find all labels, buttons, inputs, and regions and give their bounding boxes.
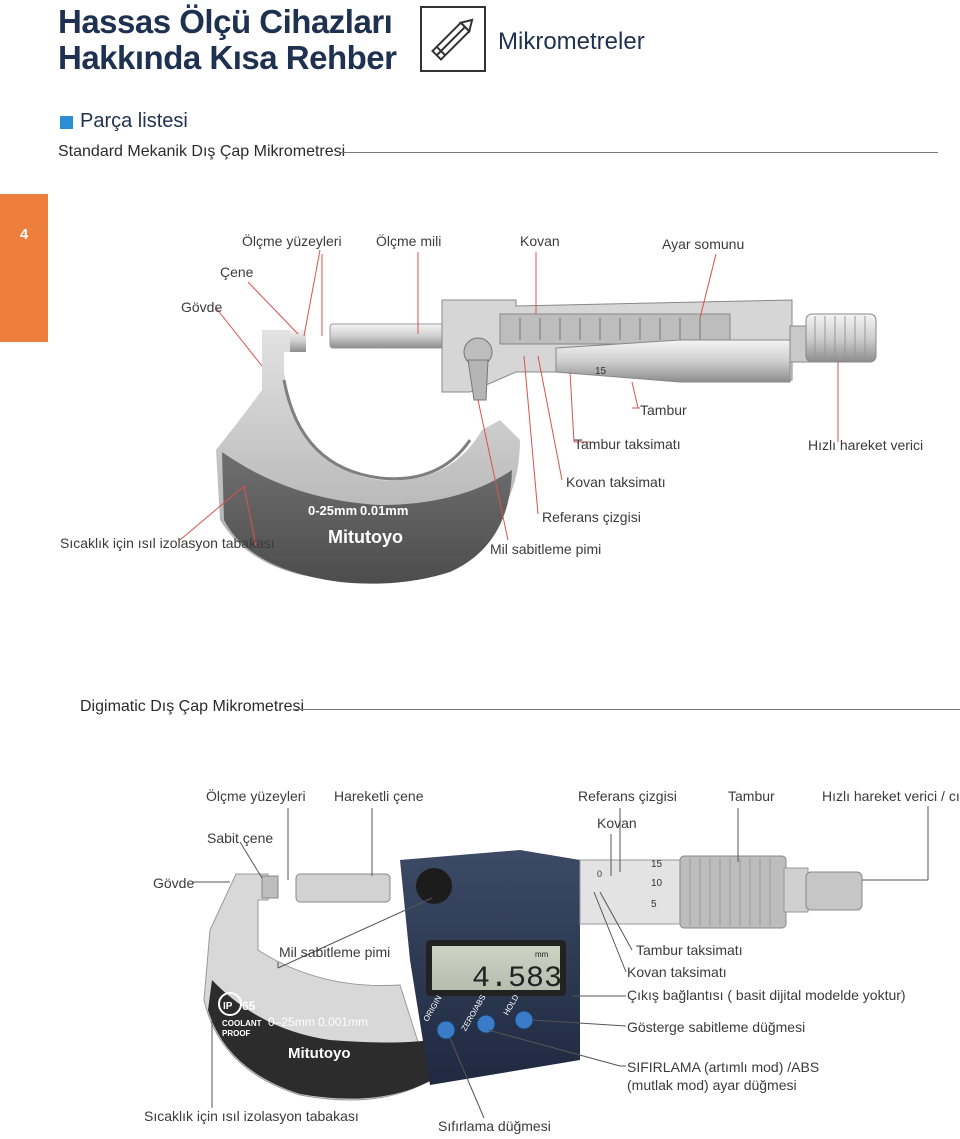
subtitle-rule (340, 152, 938, 153)
section-title: Mikrometreler (498, 28, 645, 55)
frame-brand-text: Mitutoyo (328, 527, 403, 547)
label-spindle-lock: Mil sabitleme pimi (490, 541, 602, 557)
mechanical-micrometer-drawing: 0-25mm 0.01mm Mitutoyo 15 (179, 249, 877, 584)
dlabel-fixed-jaw: Sabit çene (207, 830, 274, 846)
label-measuring-faces: Ölçme yüzeyleri (242, 233, 342, 249)
digimatic-micrometer-drawing: 15 10 5 0 4.583 mm ORIGIN ZERO/ABS HOLD … (192, 806, 929, 1119)
digimatic-rule (294, 709, 960, 710)
ip-text: IP (223, 1001, 233, 1012)
label-sleeve-scale: Kovan taksimatı (566, 474, 666, 490)
dlabel-output: Çıkış bağlantısı ( basit dijital modelde… (627, 987, 906, 1003)
title-line-1: Hassas Ölçü Cihazları (58, 3, 393, 40)
dlabel-thimble: Tambur (728, 788, 775, 804)
mechanical-subtitle: Standard Mekanik Dış Çap Mikrometresi (58, 143, 346, 160)
thimble-number-5: 5 (651, 899, 657, 910)
dlabel-zero-abs-1: SIFIRLAMA (artımlı mod) /ABS (627, 1059, 820, 1075)
thimble-number-15: 15 (651, 859, 663, 870)
title-line-2: Hakkında Kısa Rehber (58, 39, 397, 76)
page-title: Hassas Ölçü Cihazları Hakkında Kısa Rehb… (58, 3, 397, 76)
label-adjust-nut: Ayar somunu (662, 236, 745, 252)
dlabel-ratchet: Hızlı hareket verici / cırcır (822, 788, 960, 804)
pencil-icon (420, 6, 486, 72)
page-number: 4 (19, 226, 29, 243)
parts-list-heading: Parça listesi (80, 110, 188, 132)
lcd-value: 4.583 (472, 962, 562, 996)
dlabel-frame: Gövde (153, 875, 195, 891)
ip-rating: 65 (242, 999, 256, 1013)
dlabel-reference-line: Referans çizgisi (578, 788, 677, 804)
sleeve-zero: 0 (597, 869, 602, 879)
dlabel-thimble-scale: Tambur taksimatı (636, 942, 743, 958)
coolant-text: COOLANT (222, 1019, 262, 1028)
thimble-number-10: 10 (651, 878, 663, 889)
label-anvil: Çene (220, 264, 254, 280)
thimble-number: 15 (595, 366, 607, 377)
digimatic-subtitle: Digimatic Dış Çap Mikrometresi (80, 698, 305, 715)
dlabel-sleeve-scale: Kovan taksimatı (627, 964, 727, 980)
bullet-square-icon (60, 116, 73, 129)
lcd-unit: mm (535, 950, 549, 959)
dlabel-spindle-lock: Mil sabitleme pimi (279, 944, 391, 960)
frame-range-text: 0-25mm (308, 503, 357, 518)
proof-text: PROOF (222, 1029, 251, 1038)
dlabel-zero-abs-2: (mutlak mod) ayar düğmesi (627, 1077, 797, 1093)
label-sleeve: Kovan (520, 233, 560, 249)
dlabel-measuring-faces: Ölçme yüzeyleri (206, 788, 306, 804)
frame-resolution-text: 0.01mm (360, 503, 408, 518)
dlabel-display-hold: Gösterge sabitleme düğmesi (627, 1019, 806, 1035)
frame-brand-text-digital: Mitutoyo (288, 1045, 350, 1062)
label-thimble-scale: Tambur taksimatı (574, 436, 681, 452)
label-insulator: Sıcaklık için ısıl izolasyon tabakası (60, 535, 275, 551)
frame-range-text-digital: 0–25mm 0.001mm (268, 1015, 368, 1029)
dlabel-sleeve: Kovan (597, 815, 637, 831)
label-ratchet: Hızlı hareket verici (808, 437, 924, 453)
label-reference-line: Referans çizgisi (542, 509, 641, 525)
dlabel-insulator: Sıcaklık için ısıl izolasyon tabakası (144, 1108, 359, 1124)
dlabel-zero-button: Sıfırlama düğmesi (438, 1118, 551, 1134)
dlabel-moving-jaw: Hareketli çene (334, 788, 424, 804)
label-thimble: Tambur (640, 402, 687, 418)
label-spindle: Ölçme mili (376, 233, 442, 249)
label-frame: Gövde (181, 299, 223, 315)
page-tab (0, 194, 48, 342)
